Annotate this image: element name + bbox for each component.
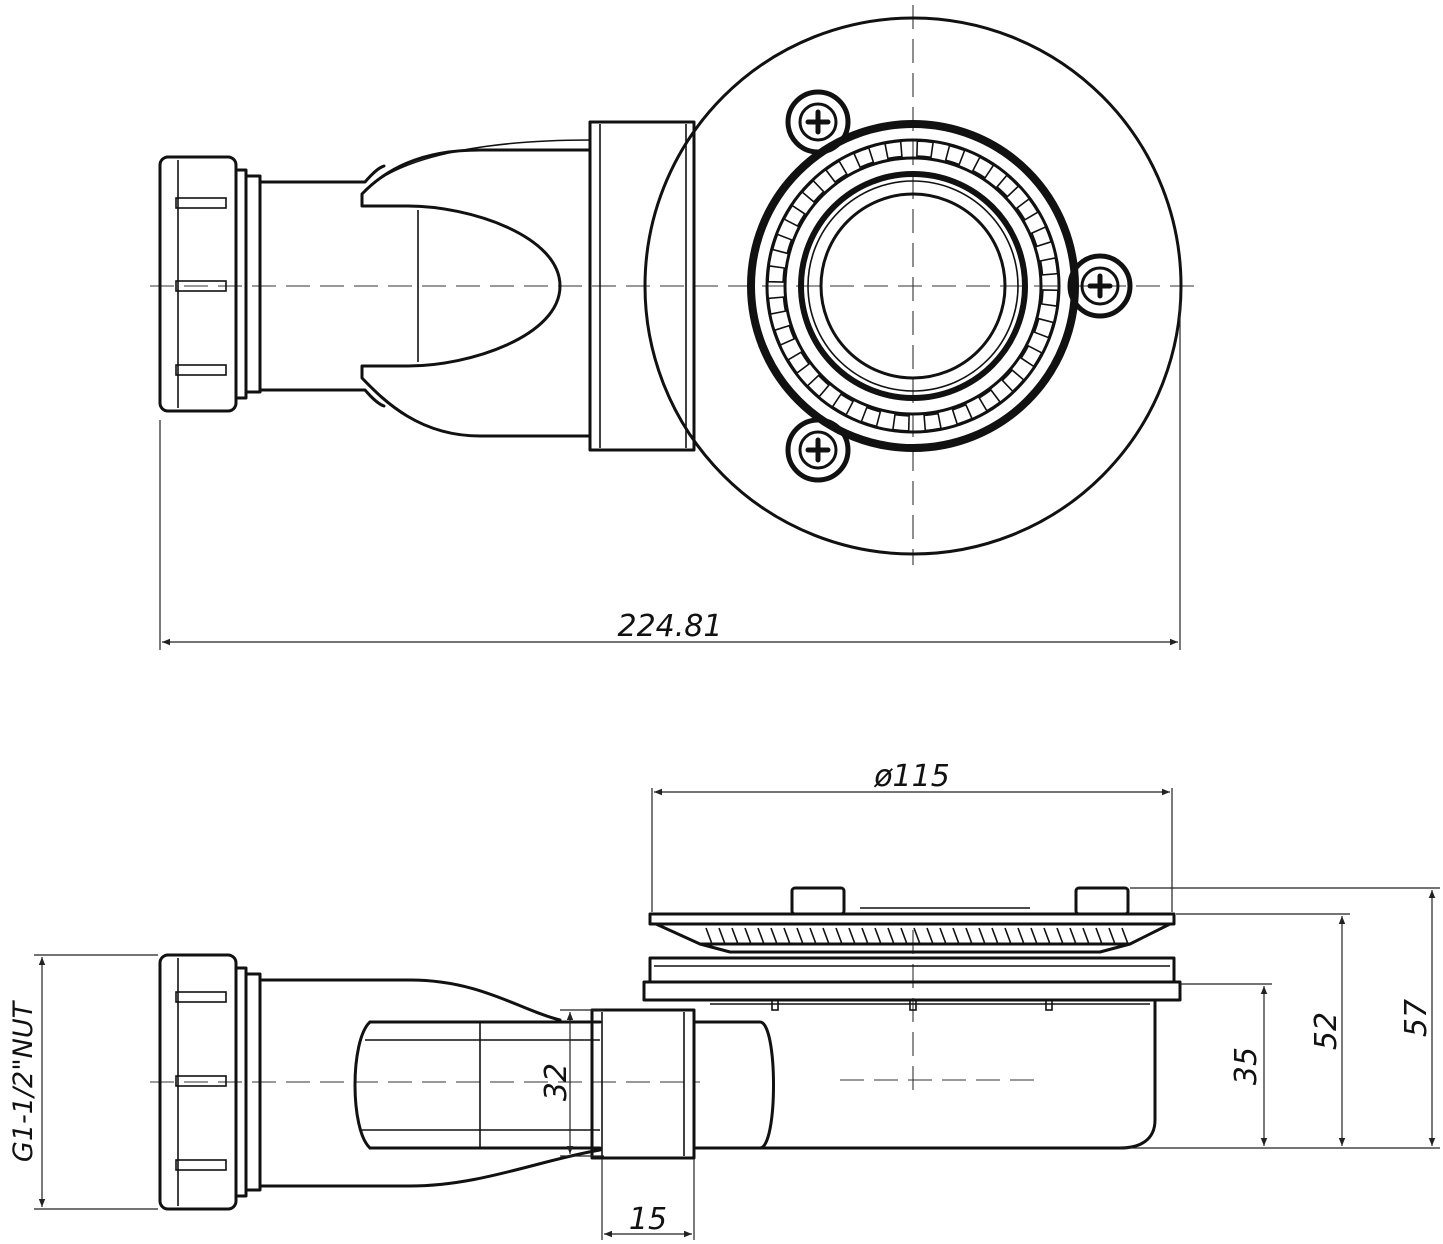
dim-body-height-label: 35	[1229, 1047, 1264, 1085]
grate-tooth	[939, 927, 947, 945]
grate-slot	[806, 374, 831, 398]
grate-tooth	[991, 927, 999, 945]
side-trap-pipe	[353, 1020, 602, 1150]
grate-tooth	[809, 927, 817, 945]
grate-tooth	[1043, 927, 1051, 945]
grate-tooth	[1030, 927, 1038, 945]
grate-tooth	[926, 927, 934, 945]
grate-tooth	[952, 927, 960, 945]
grate-tooth	[770, 927, 778, 945]
side-view: ø115 32 15 35 52	[8, 759, 1440, 1240]
grate-slot	[923, 412, 942, 432]
dim-body-height: 35	[1120, 983, 1440, 1149]
grate-tooth	[900, 927, 908, 945]
grate-slots	[767, 140, 1059, 432]
dim-flange-diameter-label: ø115	[873, 759, 950, 794]
dim-thread-spec: G1-1/2"NUT	[8, 954, 158, 1210]
dim-pipe-diameter-label: 32	[539, 1063, 574, 1101]
grate-tooth	[1017, 927, 1025, 945]
grate-slot	[787, 351, 811, 375]
grate-tooth	[822, 927, 830, 945]
grate-tooth	[731, 927, 739, 945]
grate-tooth	[861, 927, 869, 945]
grate-tooth	[1121, 927, 1129, 945]
grate-slot	[1030, 225, 1053, 248]
grate-slot	[891, 413, 910, 432]
grate-tooth	[848, 927, 856, 945]
grate-slot	[783, 204, 806, 228]
dim-total-height-label: 57	[1399, 999, 1434, 1037]
top-view: 224.81	[150, 5, 1195, 650]
grate-slot	[852, 146, 875, 169]
grate-tooth	[978, 927, 986, 945]
dim-grate-height: 52	[1176, 913, 1350, 1146]
grate-slot	[773, 324, 796, 347]
grate-tooth	[705, 927, 713, 945]
top-screw-1	[785, 89, 851, 155]
side-pipe	[258, 978, 602, 1188]
side-body	[642, 956, 1182, 1150]
side-grate	[648, 886, 1176, 954]
dim-thread-spec-label: G1-1/2"NUT	[8, 999, 39, 1162]
grate-tooth	[757, 927, 765, 945]
grate-tooth	[874, 927, 882, 945]
grate-tooth	[1056, 927, 1064, 945]
grate-tooth	[1095, 927, 1103, 945]
grate-slot	[971, 156, 995, 179]
grate-slot	[995, 174, 1020, 198]
grate-slot	[1020, 344, 1043, 368]
grate-slot	[884, 140, 903, 160]
grate-tooth	[796, 927, 804, 945]
grate-tooth	[887, 927, 895, 945]
grate-tooth	[744, 927, 752, 945]
grate-slot	[824, 160, 848, 184]
dim-overall-length-label: 224.81	[618, 609, 723, 644]
grate-tooth	[1004, 927, 1012, 945]
grate-tooth	[1069, 927, 1077, 945]
top-pipe	[258, 164, 386, 408]
dim-overall-length: 224.81	[159, 300, 1181, 650]
top-screw-3	[785, 417, 851, 483]
grate-tooth	[718, 927, 726, 945]
grate-slot	[831, 393, 855, 416]
grate-slot	[1033, 317, 1055, 339]
grate-slot	[944, 144, 966, 166]
dim-spigot-length-label: 15	[629, 1202, 667, 1237]
side-nut	[158, 953, 262, 1211]
grate-slot	[1040, 289, 1059, 308]
top-screw-2	[1067, 253, 1133, 319]
grate-tooth	[835, 927, 843, 945]
dim-total-height: 57	[1130, 887, 1440, 1146]
side-outlet-stub	[692, 1020, 775, 1150]
grate-slot	[767, 264, 786, 283]
grate-slot	[951, 403, 974, 426]
grate-slot	[767, 296, 787, 315]
grate-tooth	[783, 927, 791, 945]
grate-slot	[860, 406, 882, 428]
grate-tooth	[1082, 927, 1090, 945]
top-collar	[588, 120, 696, 452]
top-elbow	[360, 139, 592, 438]
dim-pipe-diameter: 32	[539, 1009, 604, 1157]
side-collar	[590, 1008, 696, 1160]
grate-tooth	[965, 927, 973, 945]
grate-slot	[916, 140, 935, 159]
grate-teeth	[705, 927, 1129, 945]
grate-slot	[771, 233, 793, 255]
top-flange	[643, 16, 1183, 556]
grate-slot	[978, 388, 1002, 412]
dim-spigot-length: 15	[601, 1158, 695, 1240]
grate-tooth	[913, 927, 921, 945]
top-nut	[158, 155, 262, 413]
grate-slot	[1039, 257, 1059, 276]
dim-flange-diameter: ø115	[651, 759, 1173, 912]
grate-slot	[1015, 197, 1039, 221]
grate-tooth	[1108, 927, 1116, 945]
grate-slot	[1001, 368, 1025, 393]
grate-slot	[801, 179, 825, 204]
dim-grate-height-label: 52	[1309, 1012, 1344, 1050]
